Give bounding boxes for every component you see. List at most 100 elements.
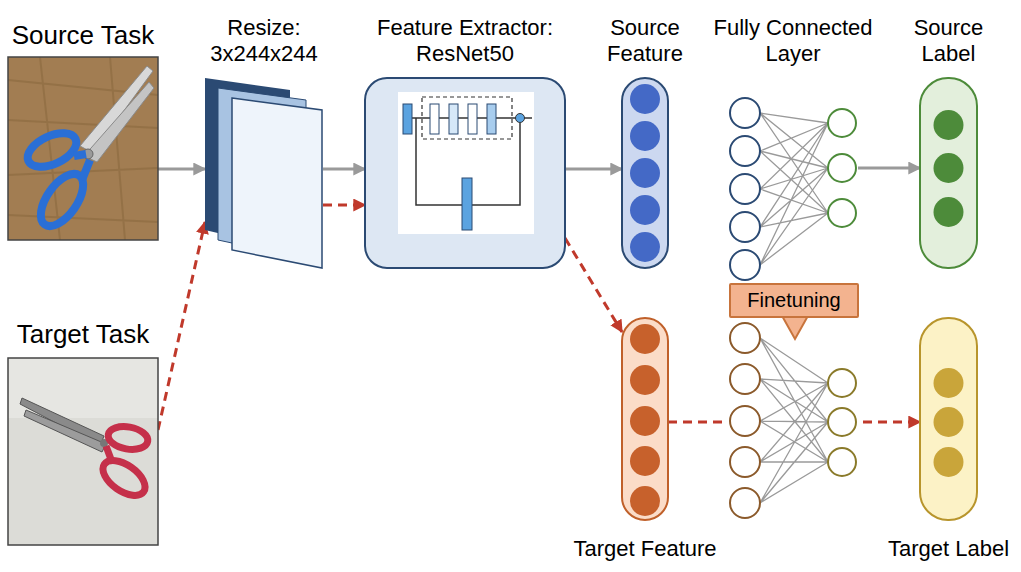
- node-heading: Target Feature: [573, 536, 716, 561]
- label-vector: [920, 318, 977, 520]
- node-heading: Resize: 3x244x244: [199, 15, 329, 66]
- fc-network: [828, 154, 856, 182]
- forward-arrow: [858, 167, 920, 170]
- callout-text: Finetuning: [747, 289, 840, 312]
- label-vector: [920, 78, 977, 268]
- node-heading: Target Label: [888, 536, 1009, 561]
- photo-frame: Target Task: [8, 358, 158, 545]
- fc-network: [828, 408, 856, 436]
- feature-vector: [630, 121, 660, 151]
- target-photo: [8, 358, 158, 545]
- source-photo: [74, 154, 90, 180]
- source-photo: [8, 57, 158, 240]
- label-vector: Target Label: [920, 318, 977, 520]
- fc-layer: Fully Connected Layer: [728, 80, 858, 280]
- feature-vector: [630, 324, 660, 354]
- resnet-block: [403, 104, 412, 134]
- target-photo: [106, 424, 149, 453]
- feature-vector: [630, 406, 660, 436]
- feature-extractor-box: Feature Extractor: ResNet50: [365, 78, 565, 268]
- feature-vector: [630, 365, 660, 395]
- resnet-block: [524, 117, 532, 119]
- resnet-block: [449, 104, 458, 134]
- source-photo: [8, 57, 158, 240]
- resnet-block: [487, 104, 496, 134]
- node-heading: Source Task: [12, 21, 155, 51]
- source-photo: [80, 66, 153, 153]
- fc-network: [730, 447, 760, 477]
- resnet-block: [398, 92, 534, 234]
- forward-arrow: [323, 168, 365, 171]
- finetune-arrow: [323, 204, 365, 207]
- label-vector: [934, 447, 964, 477]
- resize-stack: Resize: 3x244x244: [205, 76, 323, 271]
- feature-vector: [622, 318, 668, 520]
- resnet-block: [462, 178, 472, 230]
- feature-vector: [622, 78, 668, 268]
- fc-network: [730, 364, 760, 394]
- source-photo: [23, 126, 82, 173]
- resnet-block: [365, 78, 565, 268]
- fc-network: [730, 323, 760, 353]
- resnet-block: [365, 78, 565, 268]
- fc-network: [730, 212, 760, 242]
- feature-vector: Source Feature: [622, 78, 668, 268]
- resnet-block: [412, 117, 516, 119]
- target-photo: [106, 446, 112, 462]
- node-heading: Target Task: [17, 320, 149, 350]
- target-photo: [97, 454, 151, 503]
- finetune-arrow: [565, 238, 622, 332]
- finetuning-callout: Finetuning: [729, 283, 858, 318]
- finetune-arrow: [158, 222, 205, 430]
- node-heading: Fully Connected Layer: [703, 15, 883, 66]
- fc-network: [760, 338, 828, 503]
- resize-stack: [232, 98, 322, 268]
- node-heading: Feature Extractor: ResNet50: [350, 15, 580, 66]
- feature-vector: [630, 195, 660, 225]
- fc-network: [828, 109, 856, 137]
- fc-network: [730, 488, 760, 518]
- resnet-block: [516, 114, 525, 123]
- label-vector: [934, 407, 964, 437]
- label-vector: Source Label: [920, 78, 977, 268]
- feature-vector: [622, 78, 668, 268]
- fc-network: [730, 250, 760, 280]
- fc-network: [828, 369, 856, 397]
- photo-frame: Source Task: [8, 57, 158, 240]
- label-vector: [934, 153, 964, 183]
- fc-network: [730, 98, 760, 128]
- source-photo: [84, 82, 154, 162]
- node-heading: Source Feature: [600, 15, 690, 66]
- resnet-block: [422, 97, 512, 139]
- fc-network: [730, 406, 760, 436]
- feature-vector: Target Feature: [622, 318, 668, 520]
- label-vector: [934, 368, 964, 398]
- fc-network: [760, 113, 828, 265]
- target-photo: [8, 358, 158, 545]
- fc-network: [728, 323, 858, 518]
- resize-stack: [205, 78, 322, 268]
- label-vector: [920, 78, 977, 268]
- label-vector: [934, 197, 964, 227]
- source-photo: [8, 57, 158, 240]
- label-vector: [920, 318, 977, 520]
- feature-vector: [630, 232, 660, 262]
- fc-network: [730, 136, 760, 166]
- feature-vector: [630, 84, 660, 114]
- node-heading: Source Label: [909, 15, 989, 66]
- forward-arrow: [565, 168, 622, 171]
- label-vector: [934, 110, 964, 140]
- feature-vector: [630, 486, 660, 516]
- resnet-block: [468, 104, 477, 134]
- fc-network: [828, 199, 856, 227]
- feature-vector: [630, 446, 660, 476]
- feature-vector: [622, 318, 668, 520]
- target-photo: [8, 358, 158, 545]
- resnet-block: [430, 104, 439, 134]
- fc-network: [828, 448, 856, 476]
- fc-network: [730, 98, 856, 280]
- forward-arrow: [158, 168, 205, 171]
- feature-vector: [630, 158, 660, 188]
